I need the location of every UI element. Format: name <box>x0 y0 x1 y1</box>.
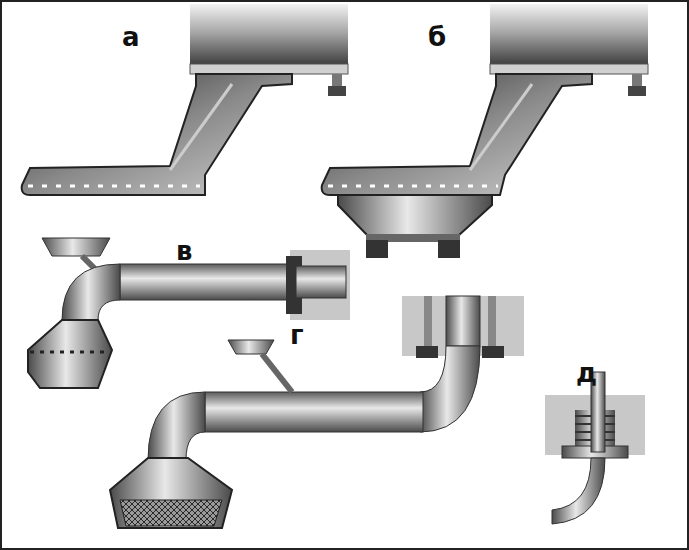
variant-letter: б <box>428 24 446 50</box>
variant-letter: д <box>576 360 597 386</box>
variant-letter: в <box>176 238 192 264</box>
variant-letter: а <box>122 24 140 50</box>
variant-letter: г <box>290 322 304 348</box>
